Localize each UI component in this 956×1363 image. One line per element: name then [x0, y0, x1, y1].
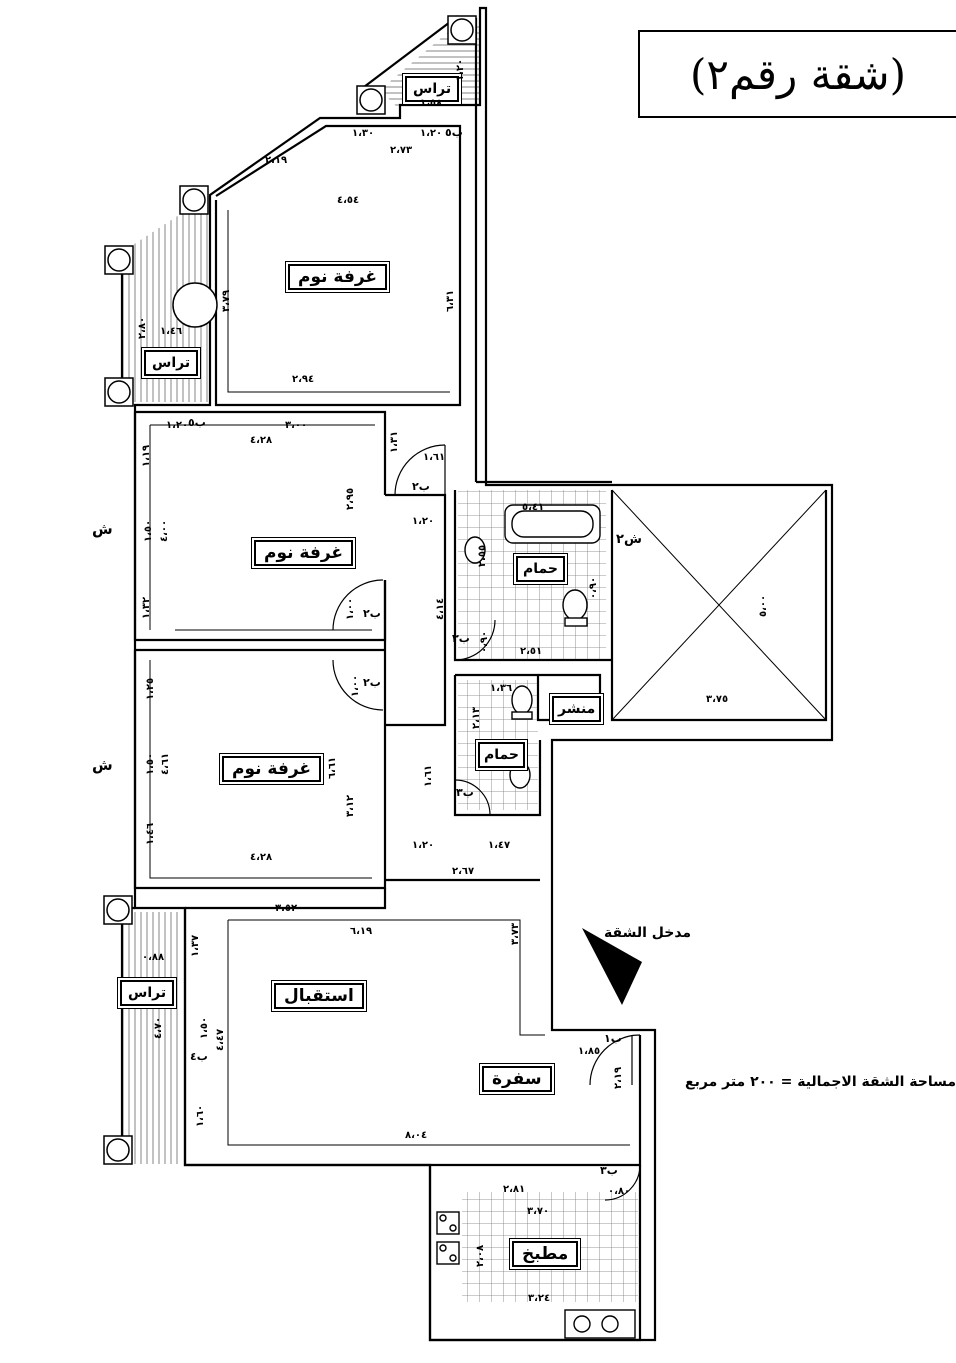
dim-t55: ١،٨٥: [578, 1046, 601, 1057]
room-label-bedroom-mid: غرفة نوم: [254, 540, 354, 566]
dim-t30: ٤،٢٨: [250, 852, 273, 863]
dim-t46: ٦،١٩: [350, 926, 373, 937]
dim-t33: ٢،٥٥: [477, 544, 489, 568]
dim-t34: ٢،٥١: [520, 646, 543, 657]
terrace-bottom-deck: [120, 912, 180, 1164]
dim-t51: ١،٥٠: [199, 1016, 211, 1040]
dim-t1: ١،٥٨: [420, 98, 443, 109]
dim-t13: ٣،٠٠: [285, 420, 308, 431]
dim-t62: ٥،٤١: [522, 502, 545, 513]
dim-t14: ٤،٢٨: [250, 435, 273, 446]
dim-t21: ١،٢٠: [412, 516, 435, 527]
room-label-terrace-left: تراس: [144, 350, 199, 376]
dim-t16: ١،٦١: [423, 452, 446, 463]
room-label-terrace-bottom: تراس: [120, 980, 175, 1006]
dim-t11: ٢،٨٠: [137, 316, 149, 340]
dim-t63: ١،٢٠: [455, 58, 467, 82]
dim-t2: ١،٣٠: [352, 128, 375, 139]
room-label-bedroom-low: غرفة نوم: [222, 756, 322, 782]
dim-t60: ٢،٠٨: [475, 1244, 487, 1268]
dim-t54: ٨،٠٤: [405, 1130, 428, 1141]
window-tag-w2: ش: [92, 756, 113, 774]
door-tag-d9: ب٣: [600, 1164, 618, 1177]
door-tag-d7: ب٣: [456, 786, 474, 799]
door-tag-d8: ب١: [604, 1032, 622, 1045]
window-tag-w1: ش: [92, 520, 113, 538]
door-tag-d6: ب٣: [452, 632, 470, 645]
room-label-terrace-top: تراس: [405, 76, 460, 102]
dim-t26: ١،٢٥: [145, 677, 157, 701]
dim-t53: ١،٦٠: [195, 1104, 207, 1128]
room-label-dining: سفرة: [482, 1066, 552, 1092]
dim-t5: ٢،١٩: [265, 155, 288, 166]
dim-t3: ١،٢٠: [420, 128, 443, 139]
dim-t35: ٠،٩٠: [588, 576, 600, 600]
dim-t27: ١،٥٠: [145, 752, 157, 776]
room-label-reception: استقبال: [274, 983, 364, 1009]
room-label-kitchen: مطبخ: [512, 1241, 579, 1267]
total-area-label: مساحة الشقة الاجمالية = ٢٠٠ متر مربع: [685, 1074, 956, 1090]
dim-t40: ١،٢٠: [412, 840, 435, 851]
dim-t42: ٢،٦٧: [452, 866, 475, 877]
reception-walls: [183, 878, 642, 1167]
dim-t37: ١،٣٦: [490, 683, 513, 694]
room-label-bath-main: حمام: [516, 556, 565, 582]
dim-t57: ٠،٨٠: [608, 1186, 631, 1197]
window-tag-w3: ش٢: [616, 532, 642, 547]
dim-t39: ١،٦١: [423, 764, 435, 788]
dim-t17: ١،١٩: [141, 444, 153, 468]
dim-t12: ١،٢٠: [166, 420, 189, 431]
dim-t48: ١،٣٧: [190, 934, 202, 958]
dim-t25: ١،٠٠: [350, 674, 362, 698]
dim-t47: ٣،٧٣: [510, 922, 522, 946]
bedroom-top-walls: [214, 124, 462, 407]
dim-t22: ١،٣٢: [141, 596, 153, 620]
dim-t6: ٤،٥٤: [337, 195, 360, 206]
dim-t38: ٢،١٣: [471, 706, 483, 730]
entrance-label: مدخل الشقة: [604, 925, 692, 941]
dim-t52: ٤،٤٧: [215, 1028, 227, 1052]
dim-t45: ٣،٥٢: [275, 903, 298, 914]
dim-t7: ٣،٧٩: [221, 289, 233, 313]
dim-t32: ٣،١٢: [345, 794, 357, 818]
dim-t58: ٢،٨١: [503, 1184, 526, 1195]
dim-t18: ٢،٩٥: [345, 487, 357, 511]
apartment-title: (شقة رقم٢): [638, 30, 956, 118]
door-tag-d10: ب٤: [190, 1050, 208, 1063]
dim-t31: ٦،٦١: [327, 756, 339, 780]
dim-t20: ٤،٠٠: [159, 519, 171, 543]
dim-t24: ٤،١٤: [435, 597, 447, 621]
room-label-bath-small: حمام: [478, 742, 525, 768]
dim-t4: ٢،٧٣: [390, 145, 413, 156]
entrance-arrow: [582, 928, 642, 1005]
door-tag-d3: ب٢: [412, 480, 430, 493]
door-tag-d2: ب٥: [188, 416, 206, 429]
room-label-laundry: منشر: [552, 696, 602, 722]
dim-t10: ١،٤٦: [160, 326, 183, 337]
dim-t9: ٢،٩٤: [292, 374, 315, 385]
dim-t61: ٣،٢٤: [528, 1293, 551, 1304]
dim-t43: ٣،٧٥: [706, 694, 729, 705]
door-tag-d4: ب٢: [363, 607, 381, 620]
door-tag-d5: ب٢: [363, 676, 381, 689]
dim-t8: ٦،٣١: [445, 289, 457, 313]
dim-t59: ٣،٧٠: [527, 1206, 550, 1217]
dim-t29: ١،٤٦: [145, 822, 157, 846]
apartment-title-text: (شقة رقم٢): [690, 49, 906, 99]
dim-t36: ٠،٩٠: [479, 630, 491, 654]
room-label-bedroom-top: غرفة نوم: [288, 264, 388, 290]
dim-t50: ٤،٧٠: [153, 1016, 165, 1040]
dim-t49: ٠،٨٨: [142, 952, 165, 963]
dim-t15: ١،٣١: [389, 430, 401, 454]
dim-t41: ١،٤٧: [488, 840, 511, 851]
dim-t28: ٤،٦١: [160, 752, 172, 776]
dim-t56: ٢،١٩: [613, 1066, 625, 1090]
dim-t23: ١،٠٠: [345, 597, 357, 621]
dim-t44: ٥،٠٠: [758, 594, 770, 618]
door-tag-d1: ب٥: [445, 126, 463, 139]
bedroom-low-walls: [133, 648, 387, 890]
kitchen-walls: [428, 1165, 642, 1342]
dim-t19: ١،٥٠: [143, 519, 155, 543]
